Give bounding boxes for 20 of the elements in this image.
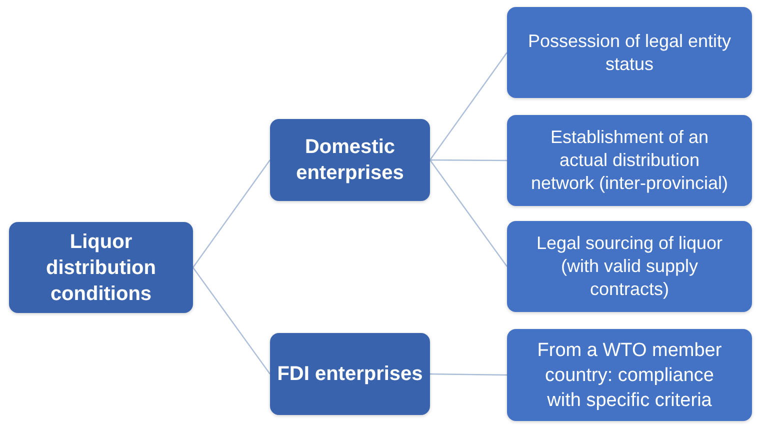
criterion-box	[507, 7, 752, 98]
connector-line	[192, 267, 270, 374]
box-label: From a WTO member country: compliance with specific criteria	[536, 338, 723, 412]
category-box	[270, 119, 430, 201]
box-label: Possession of legal entity status	[527, 30, 732, 76]
connector-line	[430, 52, 508, 160]
criterion-box	[507, 221, 752, 312]
category-box	[270, 333, 430, 415]
connector-line	[430, 160, 508, 267]
connector-line	[430, 159, 507, 162]
connector-line	[192, 160, 270, 268]
criterion-box	[507, 329, 752, 421]
box-label: Domestic enterprises	[295, 135, 405, 186]
criterion-box	[507, 115, 752, 206]
box-label: Establishment of an actual distribution network (inter-provincial)	[530, 126, 730, 195]
box-label: Liquor distribution conditions	[45, 230, 157, 306]
box-label: Legal sourcing of liquor (with valid supply contracts)	[535, 232, 724, 301]
connector-line	[430, 373, 507, 376]
category-box	[9, 222, 193, 313]
box-label: FDI enterprises	[277, 362, 423, 387]
